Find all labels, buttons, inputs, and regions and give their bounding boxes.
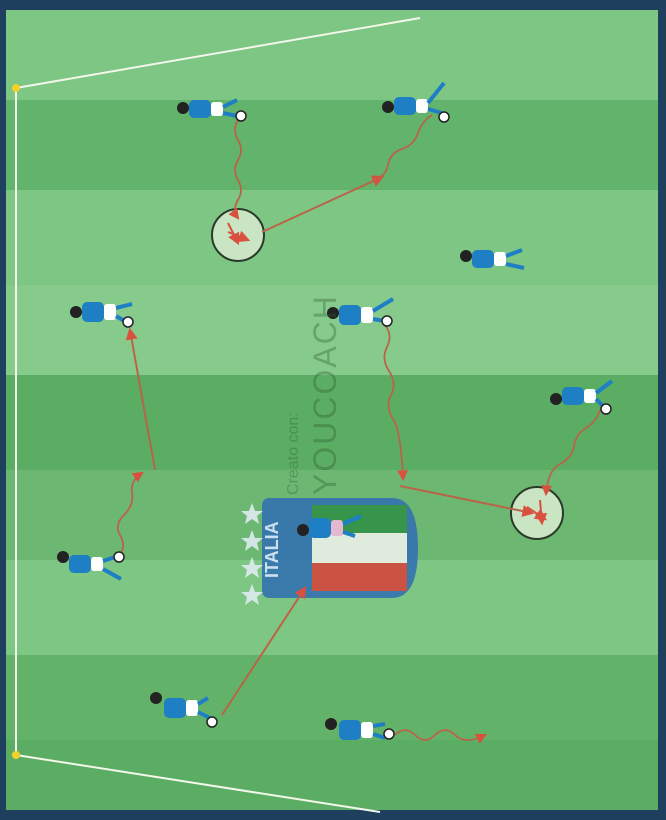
- corner-marker-bottom: [12, 751, 20, 759]
- pitch: [6, 10, 658, 810]
- corner-marker-top: [12, 84, 20, 92]
- badge-text: ITALIA: [262, 505, 302, 595]
- pass-zone-bottom: [511, 487, 563, 539]
